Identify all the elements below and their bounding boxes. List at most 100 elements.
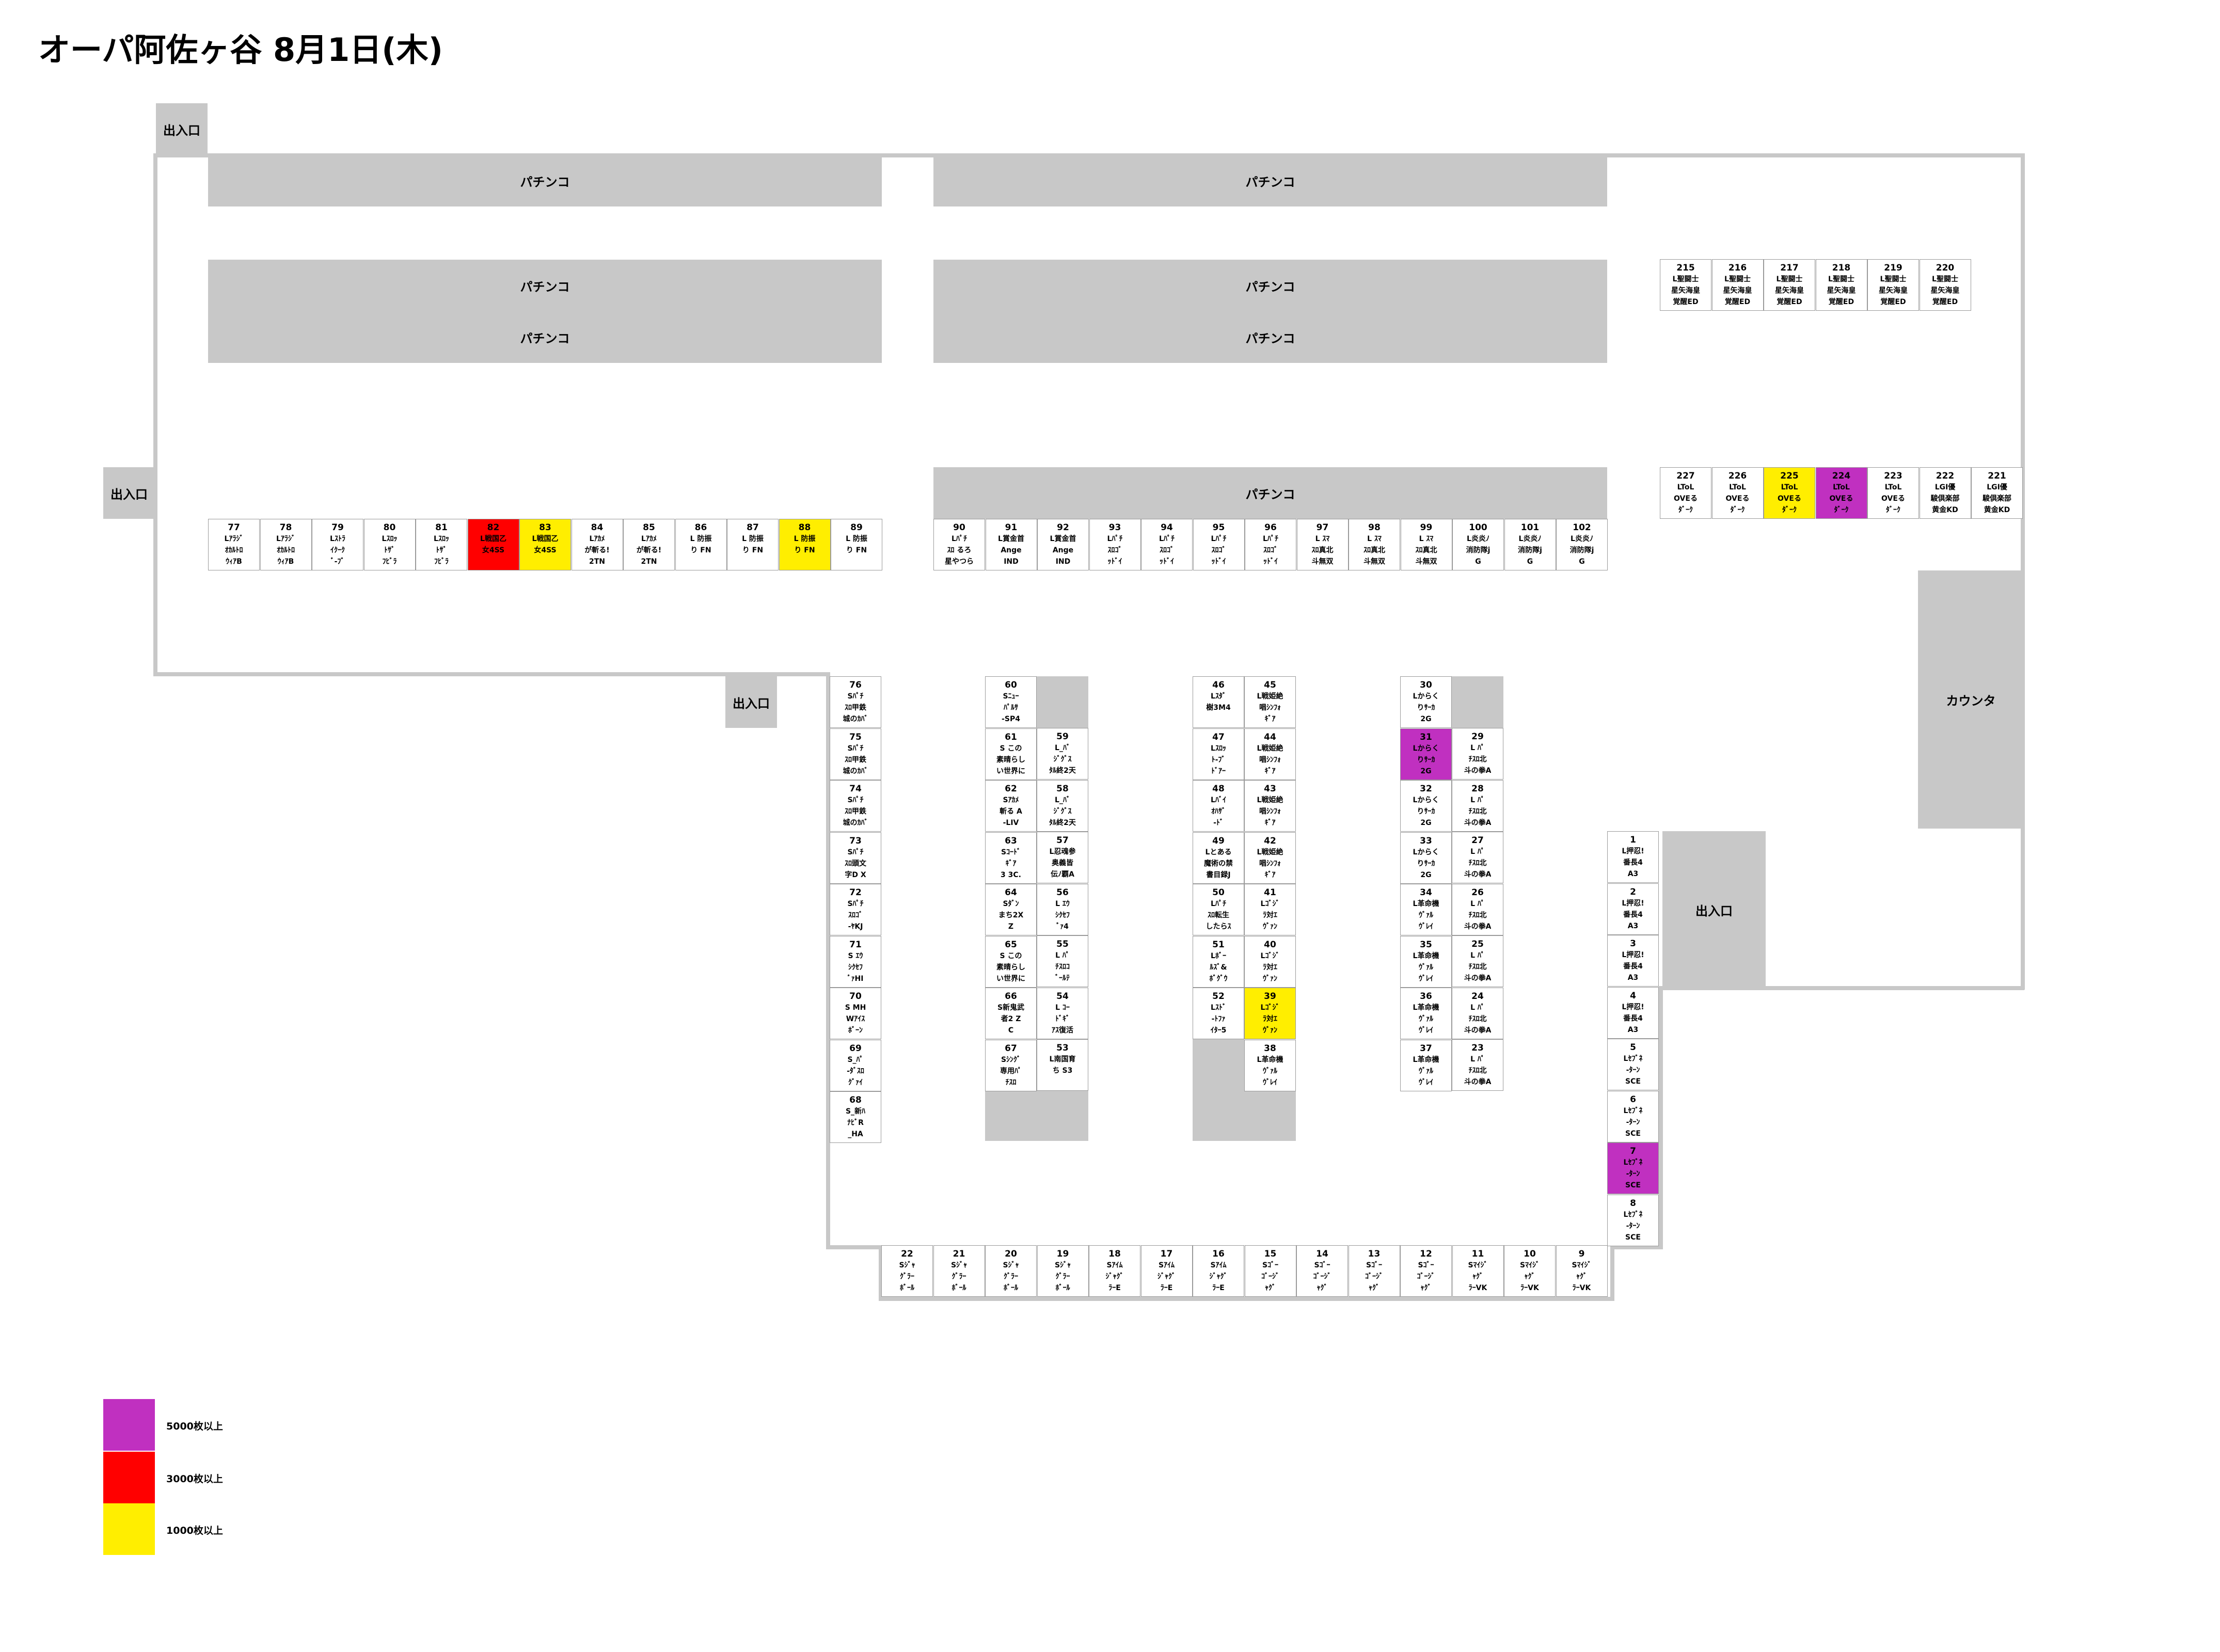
machine-name-line: L_ﾊﾞ — [1055, 796, 1070, 804]
machine-number: 9 — [1578, 1249, 1585, 1259]
machine-name-line: 斗の拳A — [1464, 1078, 1492, 1086]
machine-name-line: 城のｶﾊﾞ — [843, 819, 868, 827]
machine-name-line: ﾁｽﾛ北 — [1468, 911, 1487, 919]
machine-name-line: L南国育 — [1049, 1055, 1076, 1063]
machine-name-line: Lｽﾛｯ — [434, 535, 449, 543]
machine-name-line: ﾊﾟﾙｻ — [1004, 704, 1018, 712]
machine-name-line: 星矢海皇 — [1671, 287, 1700, 295]
machine-name-line: ｳﾞｧﾝ — [1263, 974, 1277, 983]
machine-number: 5 — [1630, 1042, 1636, 1053]
wall — [879, 1297, 1614, 1301]
machine-name-line: ﾁｽﾛ — [1005, 1078, 1017, 1087]
machine-number: 30 — [1420, 680, 1432, 690]
machine-name-line: L戦国乙 — [480, 535, 506, 543]
machine-name-line: ﾗｰE — [1212, 1284, 1225, 1292]
machine-name-line: 星矢海皇 — [1879, 287, 1908, 295]
machine-name-line: ｳﾞﾚｲ — [1263, 1078, 1277, 1087]
machine-name-line: Lｱﾗｼﾞ — [276, 535, 295, 543]
machine-name-line: 番長4 — [1623, 859, 1643, 867]
machine-name-line: ｬｸﾞ — [1265, 1284, 1276, 1292]
machine-name-line: ｬｸﾞ — [1369, 1284, 1379, 1292]
machine-number: 101 — [1520, 522, 1540, 533]
machine-name-line: ﾌﾋﾞﾗ — [434, 558, 449, 566]
machine-name-line: S ｴｳ — [848, 951, 863, 960]
machine-name-line: ｳﾞﾚｲ — [1419, 1026, 1433, 1035]
machine-name-line: Sｼﾞｬ — [1054, 1261, 1071, 1269]
machine-name-line: S新鬼武 — [997, 1004, 1025, 1012]
machine-name-line: ﾄｻﾞ — [436, 546, 447, 554]
machine-name-line: が斬る! — [584, 546, 610, 554]
machine-name-line: -ﾀｰﾝ — [1626, 1221, 1640, 1230]
machine-name-line: L戦姫絶 — [1257, 848, 1283, 856]
machine-name-line: L ﾊﾟ — [1470, 1003, 1485, 1012]
machine-name-line: L 防振 — [794, 535, 816, 543]
machine-number: 44 — [1264, 732, 1276, 742]
machine-name-line: LGI優 — [1934, 483, 1956, 491]
machine-name-line: 2TN — [641, 558, 657, 566]
machine-number: 24 — [1471, 991, 1484, 1002]
machine-name-line: ｵｶﾙﾄﾛ — [225, 546, 243, 554]
machine-name-line: 星やつら — [945, 558, 974, 566]
machine-name-line: 2G — [1420, 819, 1432, 827]
machine-name-line: ｼﾞｬｸﾞ — [1157, 1273, 1176, 1281]
machine-name-line: ｽﾛ真北 — [1415, 546, 1437, 554]
legend-swatch-3000 — [103, 1452, 155, 1503]
machine-number: 13 — [1368, 1249, 1381, 1259]
machine-name-line: L_ﾊﾞ — [1055, 744, 1070, 752]
machine-name-line: ﾀﾞｰｸ — [1886, 506, 1900, 514]
machine-name-line: 斗の拳A — [1464, 818, 1492, 827]
machine-name-line: ｳﾞｧﾙ — [1419, 1067, 1433, 1075]
machine-number: 61 — [1005, 732, 1017, 742]
machine-name-line: ｼﾞｬｸﾞ — [1209, 1273, 1228, 1281]
machine-number: 85 — [643, 522, 655, 533]
machine-name-line: 黄金KD — [1932, 506, 1958, 514]
machine-name-line: L 防振 — [846, 535, 867, 543]
machine-name-line: ｳﾞﾚｲ — [1419, 1078, 1433, 1087]
machine-number: 88 — [798, 522, 811, 533]
machine-name-line: L革命機 — [1413, 1055, 1439, 1064]
machine-number: 25 — [1471, 939, 1484, 949]
machine-name-line: ｸﾞﾗｰ — [1004, 1273, 1018, 1281]
machine-name-line: SCE — [1625, 1129, 1641, 1138]
machine-name-line: ﾁｽﾛ北 — [1468, 859, 1487, 867]
machine-name-line: 斗の拳A — [1464, 1026, 1492, 1035]
machine-name-line: ﾀﾞｰｸ — [1782, 506, 1797, 514]
machine-name-line: L ﾊﾟ — [1470, 951, 1485, 960]
machine-name-line: Lｾﾌﾞﾈ — [1623, 1106, 1643, 1115]
machine-name-line: Lｺﾞｼﾞ — [1260, 1004, 1280, 1012]
machine-number: 64 — [1005, 887, 1017, 898]
machine-name-line: Lからく — [1413, 692, 1439, 701]
machine-number: 93 — [1108, 522, 1121, 533]
machine-name-line: 唱ｼﾝﾌｫ — [1259, 807, 1281, 816]
machine-number: 52 — [1212, 991, 1225, 1002]
machine-name-line: い世界に — [996, 767, 1025, 775]
machine-name-line: L聖闘士 — [1932, 275, 1958, 283]
machine-79: 79Lｽﾄﾗｲｸｰｸﾞ-ﾌﾞ — [312, 519, 363, 570]
machine-number: 98 — [1368, 522, 1381, 533]
machine-name-line: L押忍! — [1622, 847, 1644, 855]
machine-name-line: L 防振 — [742, 535, 764, 543]
